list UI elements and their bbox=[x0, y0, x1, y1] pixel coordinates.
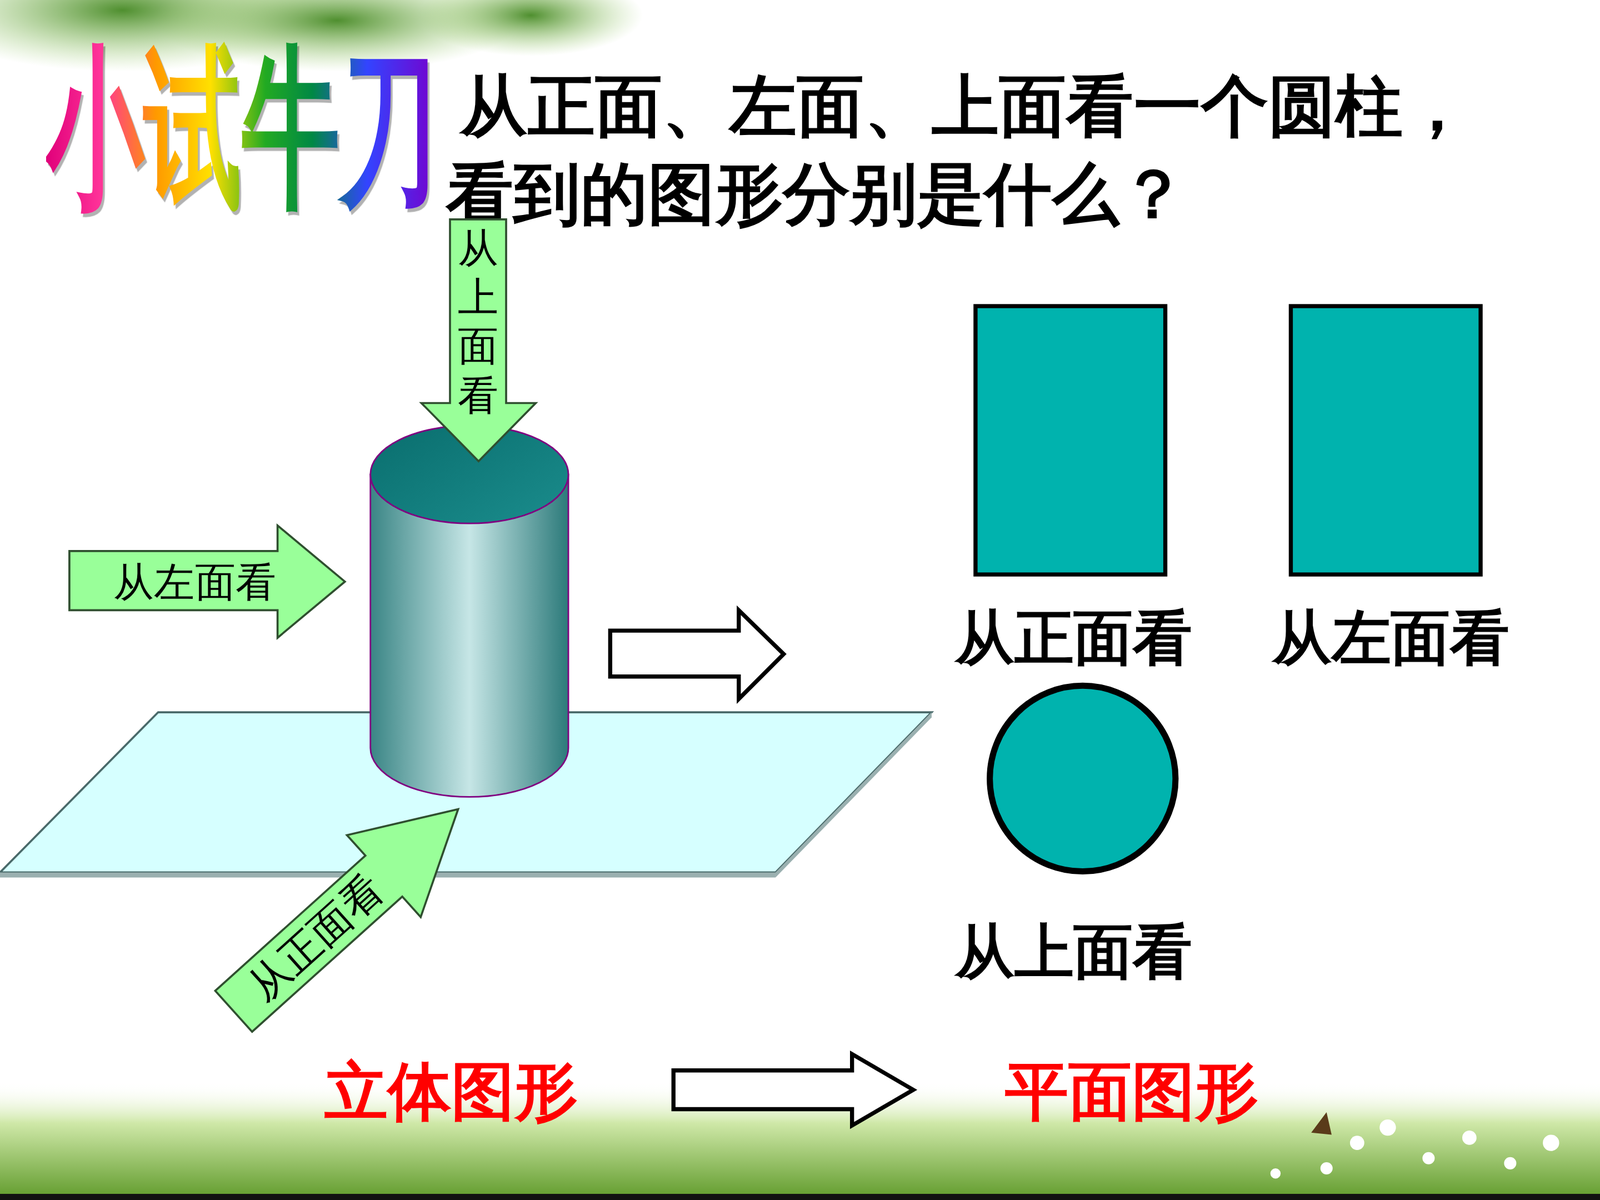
daisy bbox=[1270, 1168, 1281, 1179]
category-label: 立体图形 bbox=[324, 1056, 578, 1128]
view-rect bbox=[1290, 306, 1481, 575]
node-text: 从左面看 bbox=[97, 557, 292, 607]
daisy bbox=[1350, 1135, 1365, 1150]
view-result: 从正面看 bbox=[951, 303, 1197, 672]
node-text: 从上面看 bbox=[450, 223, 507, 420]
node-text: 从正面看 bbox=[951, 607, 1197, 669]
arrow-shape bbox=[69, 525, 345, 638]
node-text: 从左面看 bbox=[1268, 607, 1514, 669]
daisy bbox=[1542, 1134, 1559, 1151]
hollow-arrow bbox=[610, 610, 784, 699]
arrow-shape bbox=[196, 768, 495, 1053]
daisy bbox=[1379, 1119, 1396, 1136]
daisy bbox=[1422, 1152, 1435, 1165]
view-circle bbox=[990, 685, 1176, 872]
question-text: 从正面、左面、上面看一个圆柱，看到的图形分别是什么？ bbox=[446, 63, 1508, 239]
leaf-cluster bbox=[418, 0, 643, 57]
arrow-shape bbox=[421, 219, 537, 462]
view-result: 从左面看 bbox=[1268, 303, 1514, 672]
view-result: 从上面看 bbox=[951, 681, 1197, 988]
node-text: 从正面看 bbox=[231, 857, 401, 1018]
butterfly bbox=[1311, 1112, 1332, 1135]
hollow-arrow bbox=[673, 1053, 914, 1126]
daisies bbox=[1270, 1119, 1560, 1179]
daisy bbox=[1503, 1157, 1517, 1170]
plane-edge bbox=[775, 712, 932, 878]
bottom-border bbox=[0, 1193, 1600, 1200]
title-wordart: 小试牛刀 bbox=[46, 40, 438, 214]
daisy bbox=[1462, 1130, 1477, 1145]
category-label: 平面图形 bbox=[1005, 1056, 1259, 1128]
daisy bbox=[1320, 1162, 1333, 1175]
view-rect bbox=[975, 306, 1166, 575]
view-arrow: 从上面看 bbox=[418, 217, 539, 464]
node-text: 从上面看 bbox=[951, 921, 1197, 983]
view-arrow: 从左面看 bbox=[67, 523, 348, 640]
